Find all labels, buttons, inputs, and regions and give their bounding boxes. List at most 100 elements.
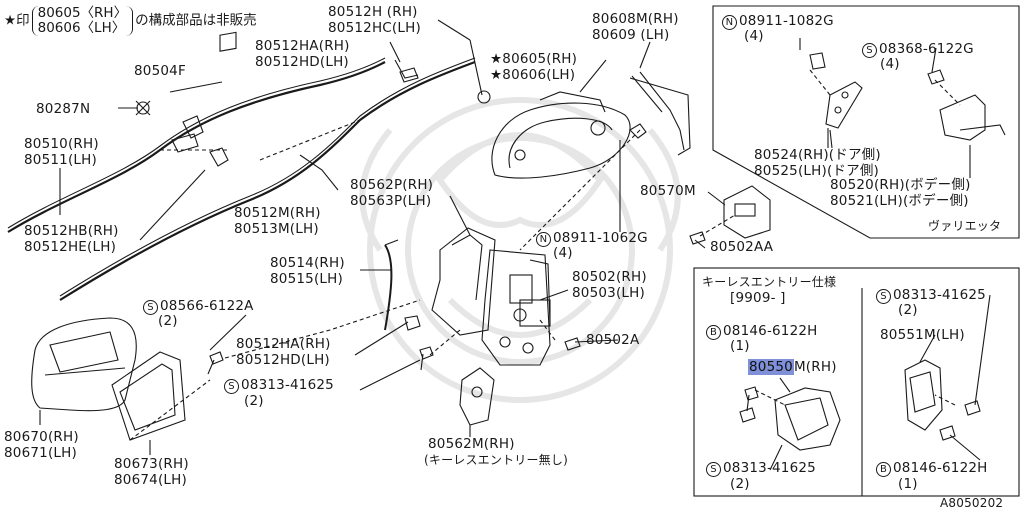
n-circle-badge: N: [536, 232, 551, 247]
label-80609: 80609 (LH): [592, 27, 670, 43]
label-08566-num: 08566-6122A: [160, 298, 254, 314]
label-80605: ★80605(RH): [490, 51, 578, 67]
label-80502AA: 80502AA: [710, 239, 774, 255]
inset-bottom-08146-a-num: 08146-6122H: [723, 323, 818, 339]
label-80562P: 80562P(RH): [350, 177, 434, 193]
inset-bottom-08146-b-num: 08146-6122H: [893, 460, 988, 476]
label-80515: 80515(LH): [270, 271, 343, 287]
rod-80510: [7, 61, 386, 233]
inset-frame-bottom: [693, 267, 1020, 497]
label-80512HD-top: 80512HD(LH): [255, 54, 349, 70]
s-circle-badge: S: [706, 462, 721, 477]
inset-top-80525: 80525(LH)(ドア側): [754, 163, 879, 179]
inset-top-08911-num: 08911-1082G: [739, 13, 834, 29]
inset-top-08368-qty: (4): [880, 56, 900, 72]
footnote-tail: の構成部品は非販売: [135, 12, 257, 29]
inset-bottom-80551M: 80551M(LH): [880, 327, 965, 343]
diagram-id: A8050202: [940, 496, 1004, 510]
label-80503: 80503(LH): [572, 285, 645, 301]
inset-top-80520: 80520(RH)(ボデー側): [830, 177, 971, 193]
inset-top-variant: ヴァリエッタ: [928, 219, 1002, 233]
label-80512HA-top: 80512HA(RH): [255, 38, 350, 54]
label-80512H: 80512H (RH): [328, 4, 418, 20]
lever-80562M: [459, 367, 495, 426]
label-08911-main-num: 08911-1062G: [553, 230, 648, 246]
label-80514: 80514(RH): [270, 255, 345, 271]
hinge-80520: [939, 94, 986, 141]
n-circle-badge: N: [722, 15, 737, 30]
label-80513M: 80513M(LH): [234, 221, 319, 237]
watermark-emblem: [359, 97, 681, 403]
label-80670: 80670(RH): [4, 429, 79, 445]
outer-handle: [491, 102, 631, 179]
actuator-80550M: [774, 387, 841, 451]
label-80674: 80674(LH): [114, 472, 187, 488]
b-circle-badge: B: [876, 462, 891, 477]
escutcheon-80673: [111, 351, 186, 441]
label-08566-qty: (2): [158, 313, 178, 329]
footnote-star: ★: [4, 12, 17, 29]
b-circle-badge: B: [706, 325, 721, 340]
label-80512HE: 80512HE(LH): [24, 239, 117, 255]
inset-frame-top: [712, 5, 1020, 239]
inset-top-80524: 80524(RH)(ドア側): [754, 147, 881, 163]
s-circle-badge: S: [224, 379, 239, 394]
label-80502: 80502(RH): [572, 269, 647, 285]
label-08911-main-qty: (4): [553, 245, 573, 261]
inset-bottom-08313-a-qty: (2): [730, 476, 750, 492]
inner-handle-80670: [31, 317, 137, 412]
label-80671: 80671(LH): [4, 445, 77, 461]
s-circle-badge: S: [876, 289, 891, 304]
inset-bottom-80550M[interactable]: 80550M(RH): [748, 359, 837, 375]
lock-body-80502: [481, 249, 551, 366]
inset-bottom-08313-b-qty: (2): [898, 302, 918, 318]
rod-80512M: [59, 60, 476, 301]
label-80606: ★80606(LH): [490, 67, 576, 83]
label-80502A: 80502A: [586, 332, 640, 348]
label-80287N: 80287N: [36, 101, 91, 117]
label-80673: 80673(RH): [114, 456, 189, 472]
inset-top-80521: 80521(LH)(ボデー側): [830, 193, 969, 209]
inset-bottom-08146-a-qty: (1): [730, 338, 750, 354]
label-80511: 80511(LH): [24, 152, 97, 168]
latch-80562P: [431, 227, 496, 336]
label-80512HD-mid: 80512HD(LH): [236, 352, 330, 368]
label-80608M: 80608M(RH): [592, 11, 679, 27]
clip-80504F: [219, 31, 237, 52]
highlighted-part-number[interactable]: 80550: [748, 359, 794, 375]
inset-bottom-80550M-rest: M(RH): [793, 359, 837, 375]
s-circle-badge: S: [862, 43, 877, 58]
label-08313-mid-num: 08313-41625: [241, 377, 334, 393]
label-80512HA-mid: 80512HA(RH): [236, 336, 331, 352]
label-80512M: 80512M(RH): [234, 205, 321, 221]
actuator-80551M: [904, 359, 943, 431]
footnote-mark: 印: [16, 12, 30, 29]
inset-bottom-date: [9909- ]: [730, 290, 786, 306]
s-circle-badge: S: [143, 300, 158, 315]
label-80512HC: 80512HC(LH): [328, 20, 421, 36]
striker-80570M: [723, 185, 771, 239]
label-80510: 80510(RH): [24, 136, 99, 152]
label-80563P: 80563P(LH): [350, 193, 432, 209]
inset-bottom-08313-a-num: 08313-41625: [723, 460, 816, 476]
inset-top-08368-num: 08368-6122G: [879, 41, 974, 57]
hinge-80524: [825, 81, 863, 129]
label-08313-mid-qty: (2): [244, 393, 264, 409]
inset-bottom-08146-b-qty: (1): [898, 476, 918, 492]
inset-bottom-08313-b-num: 08313-41625: [893, 287, 986, 303]
inset-top-08911-qty: (4): [744, 28, 764, 44]
inset-bottom-title: キーレスエントリー仕様: [702, 275, 837, 289]
label-80504F: 80504F: [134, 63, 186, 79]
